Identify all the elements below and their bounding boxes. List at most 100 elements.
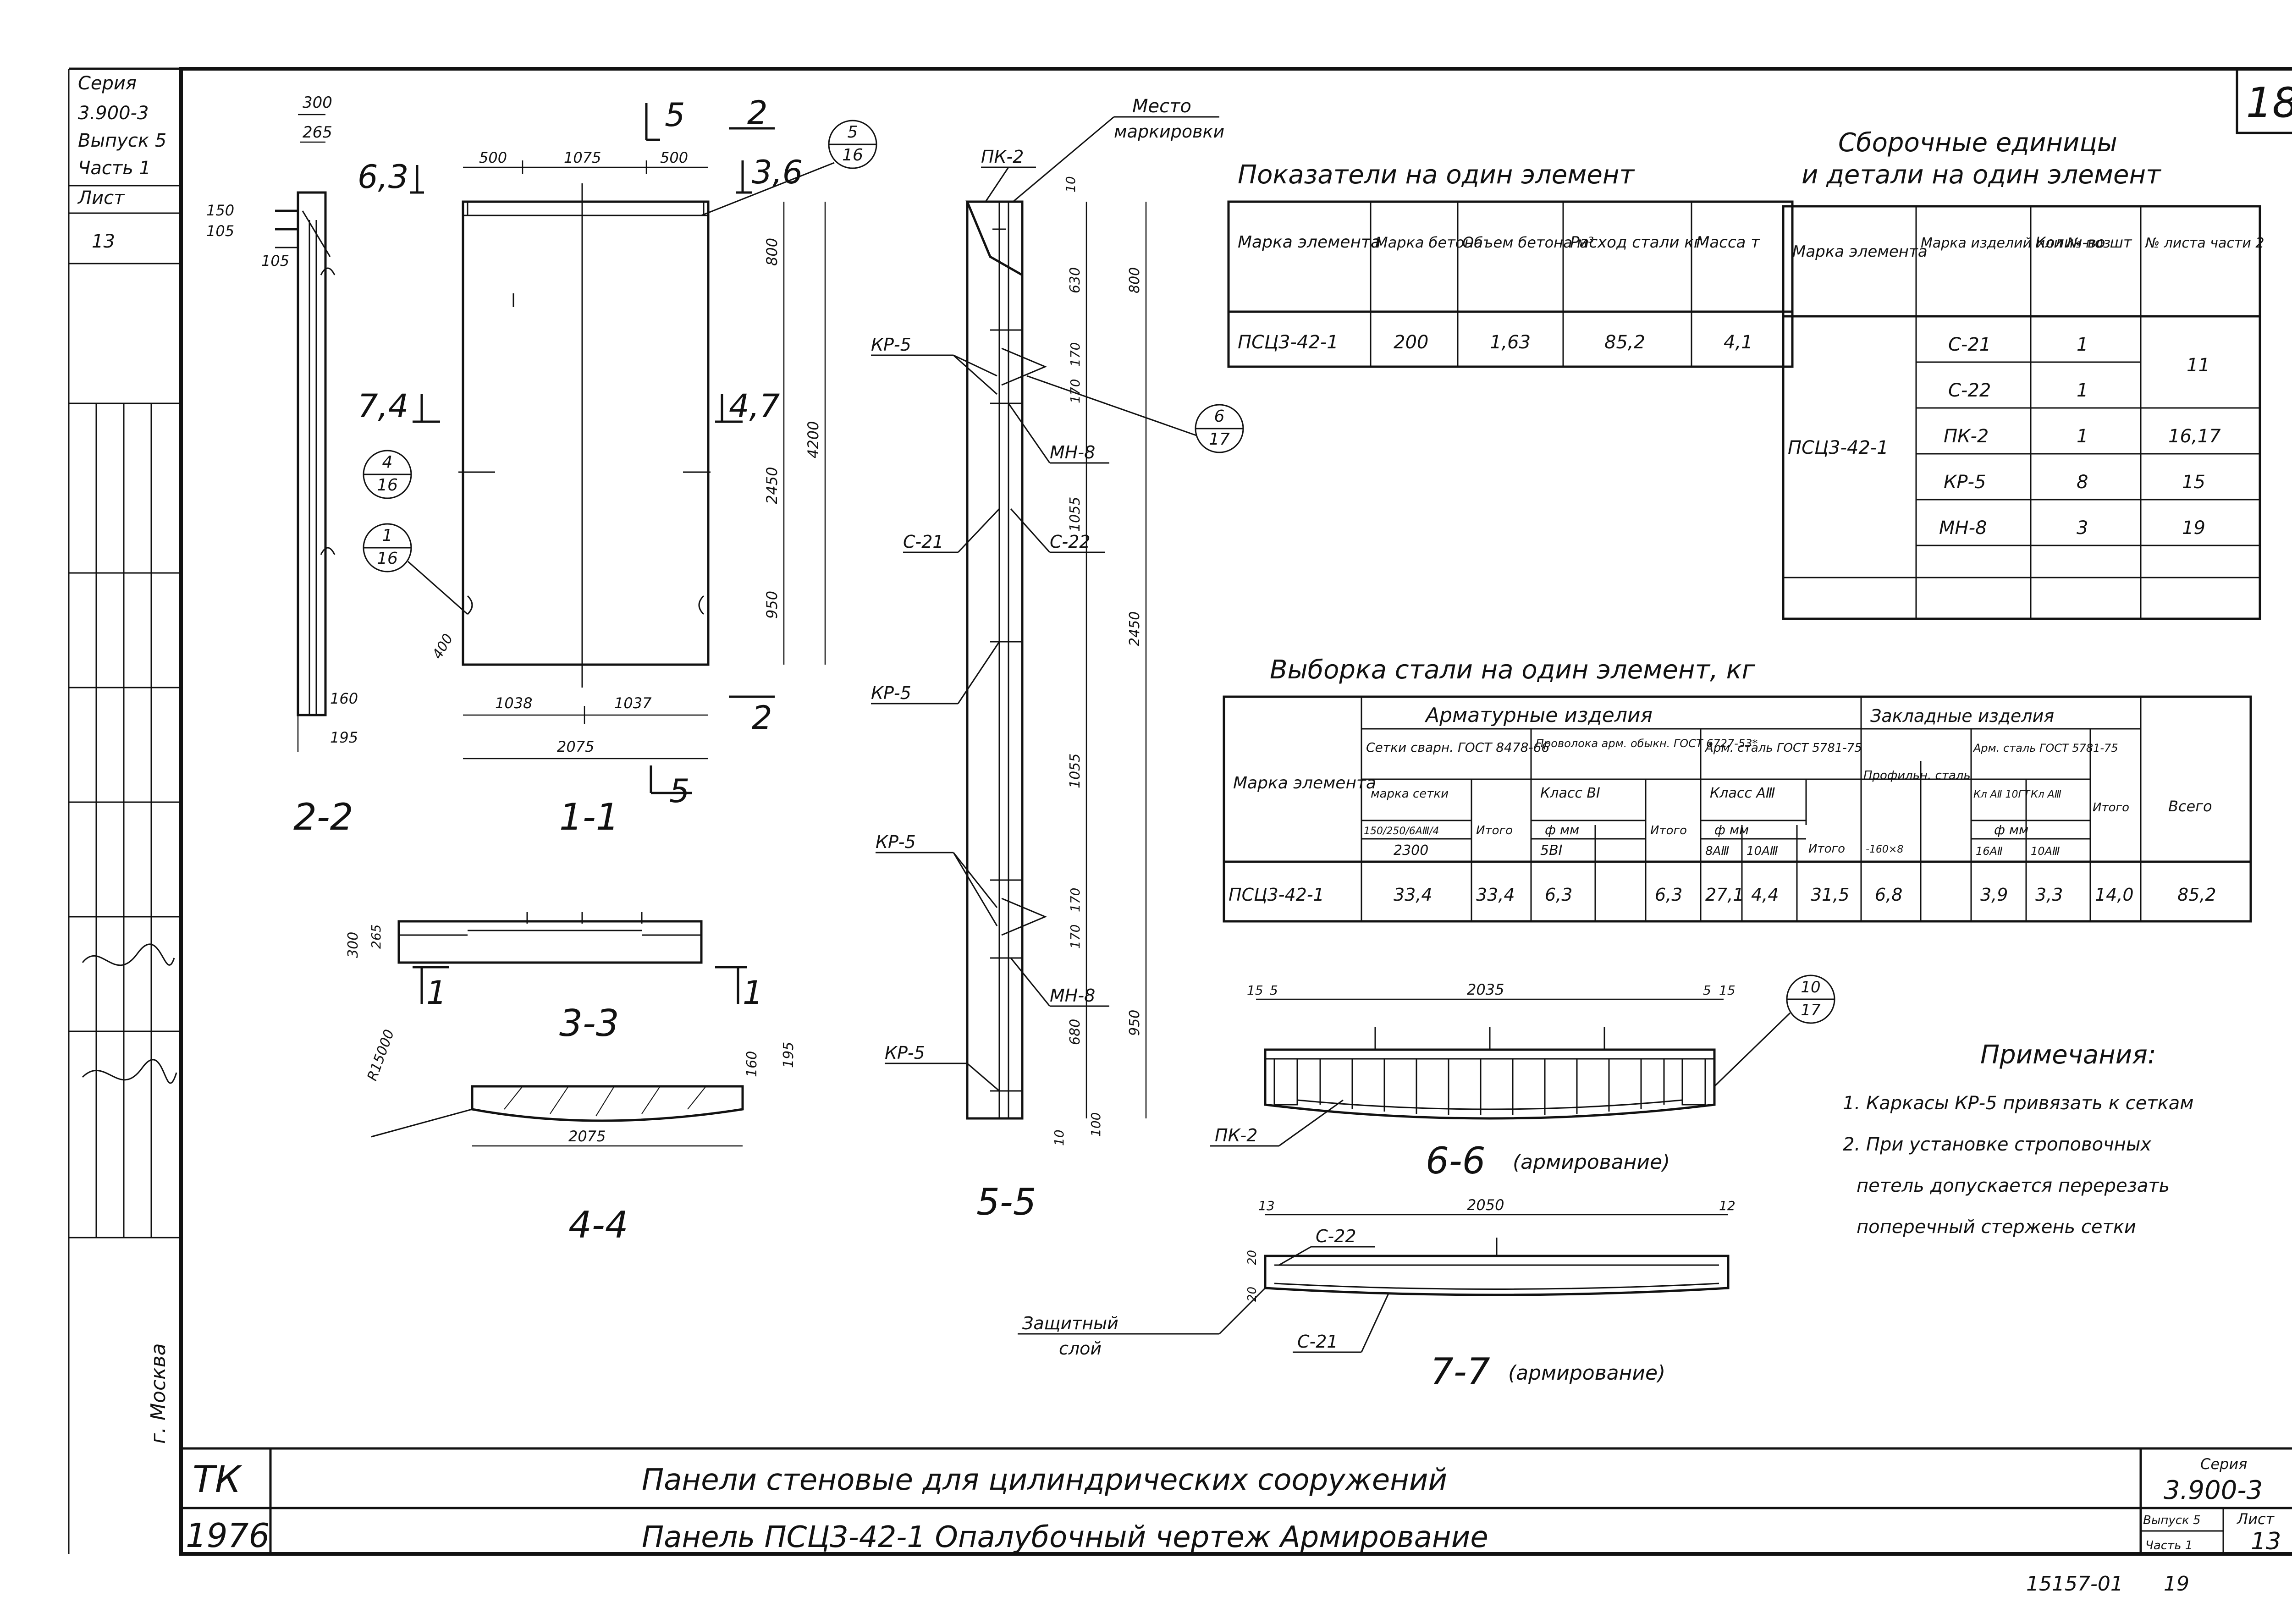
svg-text:1: 1 xyxy=(2077,380,2088,401)
svg-text:маркировки: маркировки xyxy=(1114,121,1224,142)
svg-text:12: 12 xyxy=(1719,1198,1736,1213)
svg-text:6,8: 6,8 xyxy=(1875,885,1902,905)
view-label-7-7: 7-7 xyxy=(1430,1350,1490,1393)
svg-text:195: 195 xyxy=(781,1042,797,1068)
svg-text:300: 300 xyxy=(303,94,332,112)
svg-text:265: 265 xyxy=(303,123,332,142)
svg-text:марка сетки: марка сетки xyxy=(1371,787,1449,801)
svg-text:400: 400 xyxy=(430,631,457,662)
svg-text:4,4: 4,4 xyxy=(1751,885,1779,905)
svg-text:3,9: 3,9 xyxy=(1980,885,2008,905)
svg-text:16: 16 xyxy=(842,146,863,165)
svg-text:300: 300 xyxy=(345,932,361,958)
svg-text:85,2: 85,2 xyxy=(1604,332,1645,353)
svg-text:2450: 2450 xyxy=(763,467,781,504)
svg-text:Марка элемента: Марка элемента xyxy=(1792,242,1928,261)
svg-text:R15000: R15000 xyxy=(364,1027,398,1083)
svg-text:800: 800 xyxy=(763,238,781,266)
view-label-2-2: 2-2 xyxy=(293,796,353,838)
svg-text:и детали на один элемент: и детали на один элемент xyxy=(1802,160,2161,190)
svg-text:Класс ВI: Класс ВI xyxy=(1540,785,1600,801)
svg-text:Место: Место xyxy=(1132,96,1191,117)
svg-text:4: 4 xyxy=(382,453,393,472)
svg-text:ПК-2: ПК-2 xyxy=(1944,426,1989,447)
svg-text:Выпуск 5: Выпуск 5 xyxy=(78,130,166,151)
view-label-3-3: 3-3 xyxy=(559,1002,619,1045)
svg-text:Часть 1: Часть 1 xyxy=(2145,1539,2193,1552)
svg-text:16АⅡ: 16АⅡ xyxy=(1976,845,2003,858)
svg-text:1: 1 xyxy=(743,974,763,1012)
svg-text:Марка элемента: Марка элемента xyxy=(1233,774,1376,793)
svg-text:2075: 2075 xyxy=(557,738,594,755)
svg-text:5ВI: 5ВI xyxy=(1540,842,1563,859)
svg-text:5: 5 xyxy=(1703,983,1711,998)
svg-text:4,1: 4,1 xyxy=(1724,332,1753,353)
svg-text:10АⅢ: 10АⅢ xyxy=(2031,845,2060,858)
svg-text:КР-5: КР-5 xyxy=(1944,472,1986,493)
svg-text:5: 5 xyxy=(669,772,690,810)
svg-text:5: 5 xyxy=(665,96,685,134)
svg-text:4,7: 4,7 xyxy=(729,387,780,425)
svg-text:2450: 2450 xyxy=(1127,611,1143,646)
svg-text:Марка элемента: Марка элемента xyxy=(1238,233,1381,252)
svg-text:Марка изделий или № поз: Марка изделий или № поз xyxy=(1921,235,2110,251)
svg-text:Проволока арм. обыкн. ГОСТ 672: Проволока арм. обыкн. ГОСТ 6727-53* xyxy=(1536,737,1758,750)
svg-text:МН-8: МН-8 xyxy=(1939,517,1987,539)
svg-text:2. При установке строповочных: 2. При установке строповочных xyxy=(1843,1134,2151,1155)
svg-text:КР-5: КР-5 xyxy=(871,335,911,355)
title-line-1: Панели стеновые для цилиндрических соору… xyxy=(642,1463,1447,1497)
svg-text:Часть 1: Часть 1 xyxy=(78,158,151,179)
svg-text:ПСЦ3-42-1: ПСЦ3-42-1 xyxy=(1229,885,1324,905)
svg-text:7,4: 7,4 xyxy=(358,387,408,425)
view-1-1: 500 1075 500 800 2450 950 4200 400 1038 … xyxy=(358,94,826,838)
svg-text:Итого: Итого xyxy=(1650,824,1687,837)
footer-page: 19 xyxy=(2164,1572,2189,1596)
svg-text:Масса т: Масса т xyxy=(1696,233,1760,252)
svg-text:6,3: 6,3 xyxy=(1655,885,1682,905)
svg-text:2050: 2050 xyxy=(1467,1196,1504,1214)
svg-text:Арм. сталь ГОСТ 5781-75: Арм. сталь ГОСТ 5781-75 xyxy=(1972,742,2118,754)
svg-text:4200: 4200 xyxy=(804,421,822,458)
title-line-2: Панель ПСЦ3-42-1 Опалубочный чертеж Арми… xyxy=(642,1520,1488,1554)
svg-text:1. Каркасы КР-5 привязать к се: 1. Каркасы КР-5 привязать к сеткам xyxy=(1843,1093,2193,1114)
svg-text:195: 195 xyxy=(330,729,358,746)
svg-text:Защитный: Защитный xyxy=(1022,1313,1118,1333)
svg-text:10АⅢ: 10АⅢ xyxy=(1747,844,1778,858)
svg-text:31,5: 31,5 xyxy=(1811,885,1850,905)
svg-text:105: 105 xyxy=(206,222,234,240)
svg-text:ПК-2: ПК-2 xyxy=(1215,1125,1257,1145)
svg-text:Арматурные изделия: Арматурные изделия xyxy=(1424,704,1653,727)
svg-text:5: 5 xyxy=(848,123,858,142)
svg-text:6,3: 6,3 xyxy=(358,158,408,196)
svg-text:17: 17 xyxy=(1209,430,1230,449)
svg-text:ПСЦ3-42-1: ПСЦ3-42-1 xyxy=(1238,332,1339,353)
svg-text:630: 630 xyxy=(1067,267,1083,293)
city-label: г. Москва xyxy=(147,1343,170,1444)
svg-text:200: 200 xyxy=(1394,332,1428,353)
svg-text:Показатели на один элемент: Показатели на один элемент xyxy=(1238,160,1635,190)
svg-text:17: 17 xyxy=(1801,1001,1821,1019)
svg-text:КР-5: КР-5 xyxy=(885,1043,925,1063)
view-7-7: 13 2050 12 20 20 С-22 С-21 Защитный слой… xyxy=(1018,1196,1736,1393)
svg-text:33,4: 33,4 xyxy=(1476,885,1515,905)
view-4-4: R15000 2075 160 195 4-4 xyxy=(364,1027,797,1246)
left-stamp: Серия 3.900-3 Выпуск 5 Часть 1 Лист 13 xyxy=(77,73,166,252)
svg-text:Итого: Итого xyxy=(1476,824,1513,837)
svg-text:3: 3 xyxy=(2077,517,2088,539)
view-6-6: 15 5 2035 5 15 10 17 ПК-2 6-6 (армирован… xyxy=(1210,974,1835,1182)
svg-text:Класс АⅢ: Класс АⅢ xyxy=(1710,785,1775,801)
svg-text:Кл АⅡ 10ГТ: Кл АⅡ 10ГТ xyxy=(1973,789,2031,800)
notes: Примечания: 1. Каркасы КР-5 привязать к … xyxy=(1843,1040,2193,1238)
svg-text:15: 15 xyxy=(2182,472,2205,493)
svg-text:С-22: С-22 xyxy=(1050,532,1091,552)
org-code: ТК xyxy=(193,1458,242,1501)
view-label-4-4: 4-4 xyxy=(568,1204,628,1246)
svg-text:680: 680 xyxy=(1067,1019,1083,1045)
svg-text:20: 20 xyxy=(1245,1287,1259,1302)
table-steel: Выборка стали на один элемент, кг Армату… xyxy=(1223,655,2252,923)
svg-text:500: 500 xyxy=(479,149,507,166)
svg-text:№ листа части 2: № листа части 2 xyxy=(2144,235,2264,251)
table-indicators: Показатели на один элемент Марка элемент… xyxy=(1227,160,1794,368)
svg-text:КР-5: КР-5 xyxy=(871,683,911,703)
